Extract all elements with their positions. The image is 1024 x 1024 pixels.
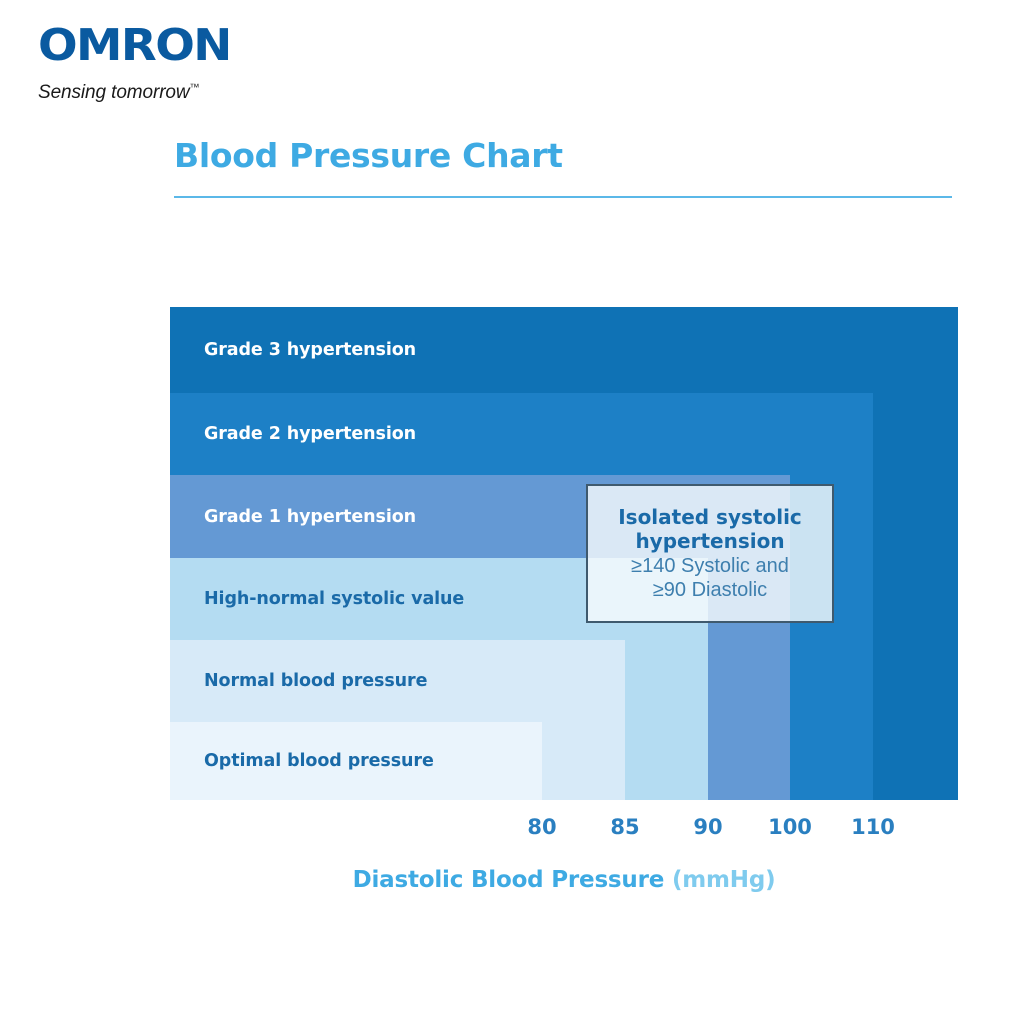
band-grade-2-hypertension[interactable]: Grade 2 hypertension bbox=[170, 393, 873, 475]
band-label-optimal-blood-pressure: Optimal blood pressure bbox=[204, 751, 434, 771]
x-tick-80: 80 bbox=[527, 815, 557, 839]
title-divider bbox=[174, 196, 952, 198]
x-tick-90: 90 bbox=[693, 815, 723, 839]
omron-logo: OMRON bbox=[38, 20, 232, 71]
trademark-symbol: ™ bbox=[189, 82, 200, 94]
isolated-systolic-hypertension-callout[interactable]: Isolated systolic hypertension ≥140 Syst… bbox=[586, 484, 834, 623]
band-grade-3-hypertension[interactable]: Grade 3 hypertension bbox=[170, 307, 958, 393]
band-optimal-blood-pressure[interactable]: Optimal blood pressure bbox=[170, 722, 542, 800]
band-label-grade-3-hypertension: Grade 3 hypertension bbox=[204, 340, 417, 360]
band-label-normal-blood-pressure: Normal blood pressure bbox=[204, 671, 428, 691]
band-label-grade-2-hypertension: Grade 2 hypertension bbox=[204, 424, 417, 444]
band-label-high-normal-systolic-value: High-normal systolic value bbox=[204, 589, 465, 609]
plot-area: Systolic Blood Pressure (mmHg) 180 160 1… bbox=[170, 307, 958, 893]
x-tick-100: 100 bbox=[768, 815, 812, 839]
x-axis-title-text: Diastolic Blood Pressure bbox=[352, 867, 665, 893]
step-column-normal bbox=[542, 640, 625, 800]
x-tick-85: 85 bbox=[610, 815, 640, 839]
x-tick-110: 110 bbox=[851, 815, 895, 839]
omron-tagline: Sensing tomorrow™ bbox=[38, 82, 458, 104]
callout-title-line-2: hypertension bbox=[635, 529, 785, 554]
x-axis-unit: (mmHg) bbox=[671, 867, 776, 893]
brand-header: OMRON Sensing tomorrow™ bbox=[38, 24, 458, 104]
callout-detail-line-1: ≥140 Systolic and bbox=[631, 554, 789, 577]
step-column-grade-3 bbox=[873, 307, 958, 800]
page-title: Blood Pressure Chart bbox=[174, 136, 563, 175]
callout-title-line-1: Isolated systolic bbox=[618, 504, 802, 529]
x-axis-title: Diastolic Blood Pressure (mmHg) bbox=[170, 867, 958, 893]
callout-detail-line-2: ≥90 Diastolic bbox=[652, 578, 768, 601]
band-label-grade-1-hypertension: Grade 1 hypertension bbox=[204, 506, 417, 527]
omron-tagline-text: Sensing tomorrow bbox=[38, 82, 190, 103]
